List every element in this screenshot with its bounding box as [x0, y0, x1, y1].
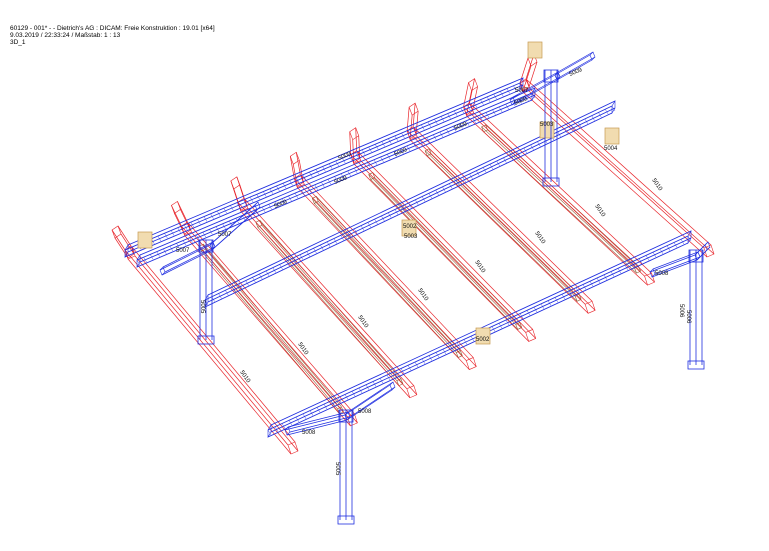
member-label-brace: 5008: [302, 430, 316, 436]
member-label-rafter: 5010: [533, 231, 546, 246]
member-label-connector: 5003: [404, 234, 418, 240]
knee-brace: [159, 241, 216, 276]
connector-plate: [539, 121, 555, 139]
rafter: [463, 103, 655, 286]
member-label-rafter-top: 5009: [338, 151, 353, 162]
member-label-connector: 5004: [604, 146, 618, 152]
connector-plate: [604, 127, 620, 145]
knee-brace: [694, 241, 711, 261]
post: [197, 239, 215, 345]
connector-plate: [527, 41, 543, 59]
connector-plate: [137, 231, 153, 249]
header-view-name: 3D_1: [10, 39, 26, 47]
member-label-rafter: 5010: [473, 260, 486, 275]
strut: [199, 243, 344, 415]
upper-purlin: [136, 86, 536, 269]
header-project-line: 60129 - 001* - - Dietrich's AG : DICAM: …: [10, 25, 215, 32]
post: [542, 69, 560, 187]
rafter: [237, 198, 418, 399]
member-label-rafter-top: 5009: [569, 67, 584, 78]
ridge-purlin: [124, 76, 524, 259]
member-label-rafter: 5010: [593, 204, 606, 219]
member-label-rafter: 5010: [650, 178, 663, 193]
post: [337, 409, 355, 525]
connector-plate: [401, 219, 417, 237]
member-label-rafter: 5010: [416, 288, 429, 303]
strut-layer: [199, 124, 641, 415]
header-date-scale-line: 9.03.2019 / 22:33:24 / Maßstab: 1 : 13: [10, 32, 121, 40]
rafter-upper: [111, 225, 135, 259]
member-label-rafter: 5010: [356, 315, 369, 330]
rafter: [519, 79, 715, 258]
post-layer: [197, 69, 705, 525]
strut: [424, 148, 582, 302]
member-label-rafter-top: 5009: [334, 175, 349, 186]
member-label-connector: 5003: [540, 122, 554, 128]
member-label-connector: 5002: [403, 224, 417, 230]
member-label-post: 5006: [685, 310, 691, 324]
rafter: [293, 175, 477, 370]
member-label-post: 5005: [199, 300, 205, 314]
rafter: [124, 246, 299, 455]
drawing-header: 60129 - 001* - - Dietrich's AG : DICAM: …: [10, 25, 215, 47]
member-label-brace: 5008: [358, 409, 372, 415]
knee-brace: [649, 251, 701, 278]
member-label-rafter-top: 5009: [274, 199, 289, 210]
post: [687, 249, 705, 370]
member-label-brace: 5008: [655, 271, 669, 277]
member-label-connector: 5002: [476, 337, 490, 343]
connector-plate: [475, 327, 491, 345]
member-label-brace: 5007: [218, 232, 232, 238]
member-label-rafter-top: 5009: [394, 147, 409, 158]
member-label-brace: 5007: [176, 248, 190, 254]
member-label-brace: 5007: [515, 88, 529, 94]
beam-layer: [124, 41, 711, 439]
member-label-rafter-top: 5009: [454, 121, 469, 132]
rafter-layer: [111, 53, 715, 455]
rafter: [350, 151, 537, 342]
member-label-post: 5006: [678, 304, 684, 318]
member-label-post: 5005: [334, 462, 340, 476]
knee-brace: [509, 71, 561, 106]
member-label-rafter-top: 5009: [514, 96, 529, 107]
